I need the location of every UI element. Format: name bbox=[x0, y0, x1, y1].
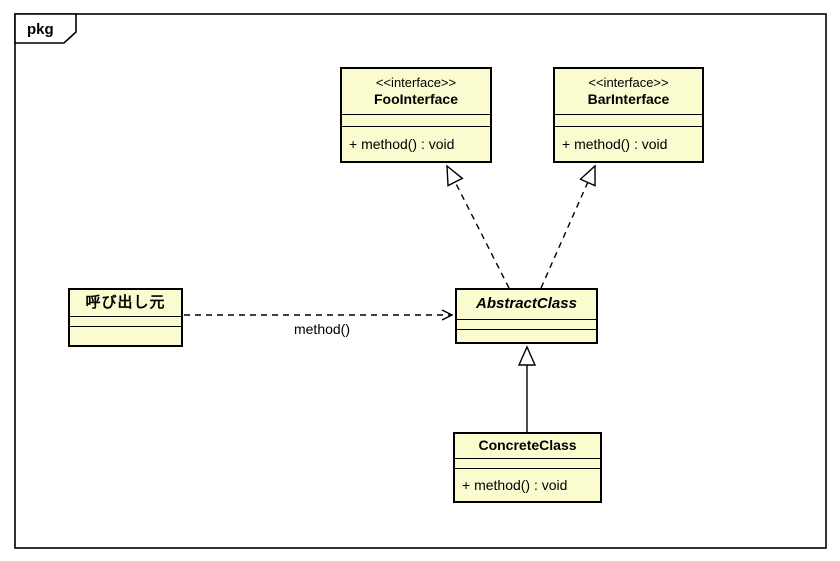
realization-edge-bar bbox=[540, 166, 595, 289]
class-name: FooInterface bbox=[373, 90, 458, 107]
class-header: <<interface>> FooInterface bbox=[342, 69, 490, 114]
dependency-edge-label: method() bbox=[293, 321, 351, 337]
class-header: 呼び出し元 bbox=[70, 290, 181, 316]
operations-compartment: + method() : void bbox=[555, 126, 702, 161]
attributes-compartment bbox=[555, 114, 702, 126]
class-box-concrete-class: ConcreteClass + method() : void bbox=[453, 432, 602, 503]
stereotype-label: <<interface>> bbox=[588, 74, 669, 90]
class-name: ConcreteClass bbox=[478, 437, 577, 454]
stereotype-label: <<interface>> bbox=[375, 74, 457, 90]
class-header: AbstractClass bbox=[457, 290, 596, 319]
class-name: AbstractClass bbox=[476, 295, 577, 313]
attributes-compartment bbox=[455, 458, 600, 468]
operation-label: + method() : void bbox=[562, 136, 668, 152]
operations-compartment bbox=[70, 326, 181, 345]
package-frame-border bbox=[14, 13, 827, 549]
attributes-compartment bbox=[70, 316, 181, 326]
operation-label: + method() : void bbox=[462, 477, 568, 493]
package-frame-tab bbox=[14, 13, 77, 44]
operations-compartment bbox=[457, 329, 596, 342]
class-box-abstract-class: AbstractClass bbox=[455, 288, 598, 344]
class-header: <<interface>> BarInterface bbox=[555, 69, 702, 114]
class-box-caller: 呼び出し元 bbox=[68, 288, 183, 347]
attributes-compartment bbox=[457, 319, 596, 329]
operations-compartment: + method() : void bbox=[342, 126, 490, 161]
package-name: pkg bbox=[27, 21, 54, 38]
operation-label: + method() : void bbox=[349, 136, 455, 152]
class-header: ConcreteClass bbox=[455, 434, 600, 458]
class-name: 呼び出し元 bbox=[85, 293, 166, 311]
class-box-foo-interface: <<interface>> FooInterface + method() : … bbox=[340, 67, 492, 163]
attributes-compartment bbox=[342, 114, 490, 126]
realization-edge-foo bbox=[447, 166, 510, 289]
operations-compartment: + method() : void bbox=[455, 468, 600, 501]
class-name: BarInterface bbox=[587, 90, 670, 107]
class-box-bar-interface: <<interface>> BarInterface + method() : … bbox=[553, 67, 704, 163]
